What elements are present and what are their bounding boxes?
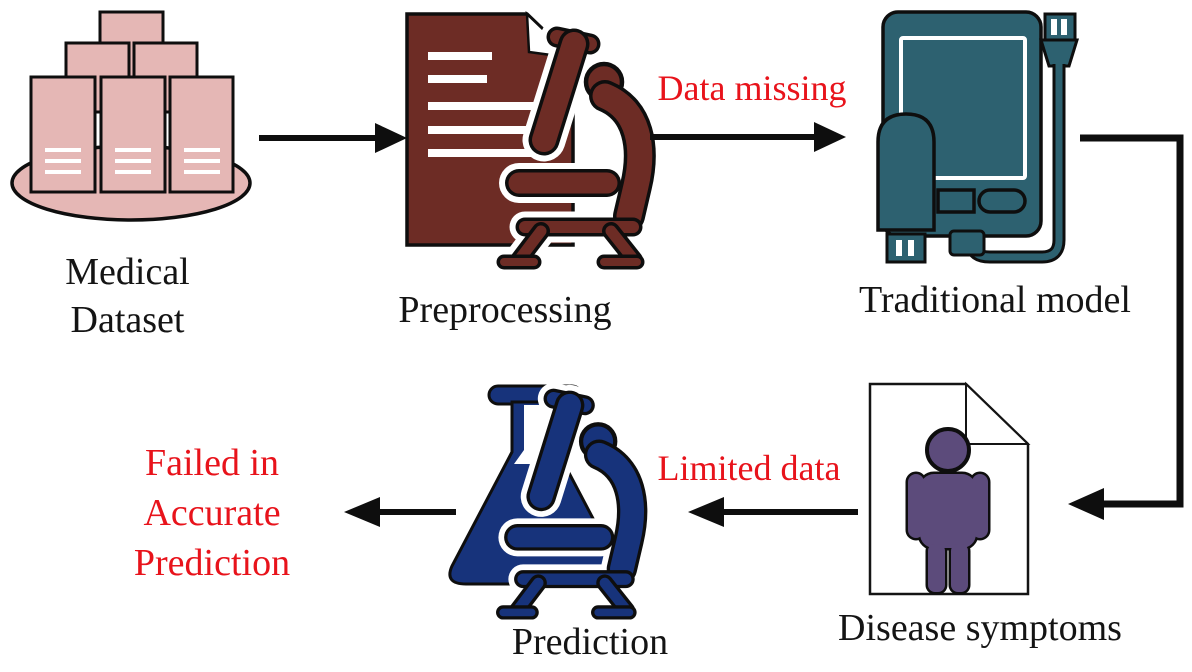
failed-prediction-annotation: Failed in Accurate Prediction xyxy=(92,438,332,588)
prediction-label: Prediction xyxy=(511,621,669,663)
person-icon xyxy=(905,427,991,595)
data-missing-annotation: Data missing xyxy=(657,68,847,108)
flask-scientist-microscope-icon xyxy=(448,386,632,612)
document-text-lines xyxy=(428,52,540,157)
failed-line3: Prediction xyxy=(133,542,291,584)
device-screen-icon xyxy=(899,36,1027,180)
arrow-model-to-symptoms xyxy=(1068,134,1184,520)
power-plug-icon xyxy=(948,12,1080,264)
medical-dataset-label: Medical Dataset xyxy=(15,248,240,344)
arrow-preprocessing-to-model xyxy=(650,122,846,152)
database-servers-icon xyxy=(10,10,252,222)
medical-dataset-label-line1: Medical xyxy=(65,251,190,293)
limited-data-annotation: Limited data xyxy=(657,448,841,488)
disease-symptoms-label: Disease symptoms xyxy=(838,607,1122,649)
server-slot-lines xyxy=(45,148,220,174)
handheld-device-usb-icon xyxy=(876,10,1080,264)
arrow-prediction-to-failed xyxy=(344,497,456,527)
document-scientist-microscope-icon xyxy=(405,10,640,262)
patient-record-page-icon xyxy=(868,381,1031,596)
medical-dataset-label-line2: Dataset xyxy=(70,299,185,341)
page-folded-corner-icon xyxy=(965,381,1031,445)
arrow-symptoms-to-prediction xyxy=(688,497,858,527)
failed-line1: Failed in xyxy=(144,442,280,484)
traditional-model-label: Traditional model xyxy=(859,279,1131,321)
usb-stick-icon xyxy=(876,112,936,264)
preprocessing-label: Preprocessing xyxy=(398,289,612,331)
failed-line2: Accurate xyxy=(143,492,281,534)
arrow-dataset-to-preprocessing xyxy=(259,123,407,153)
